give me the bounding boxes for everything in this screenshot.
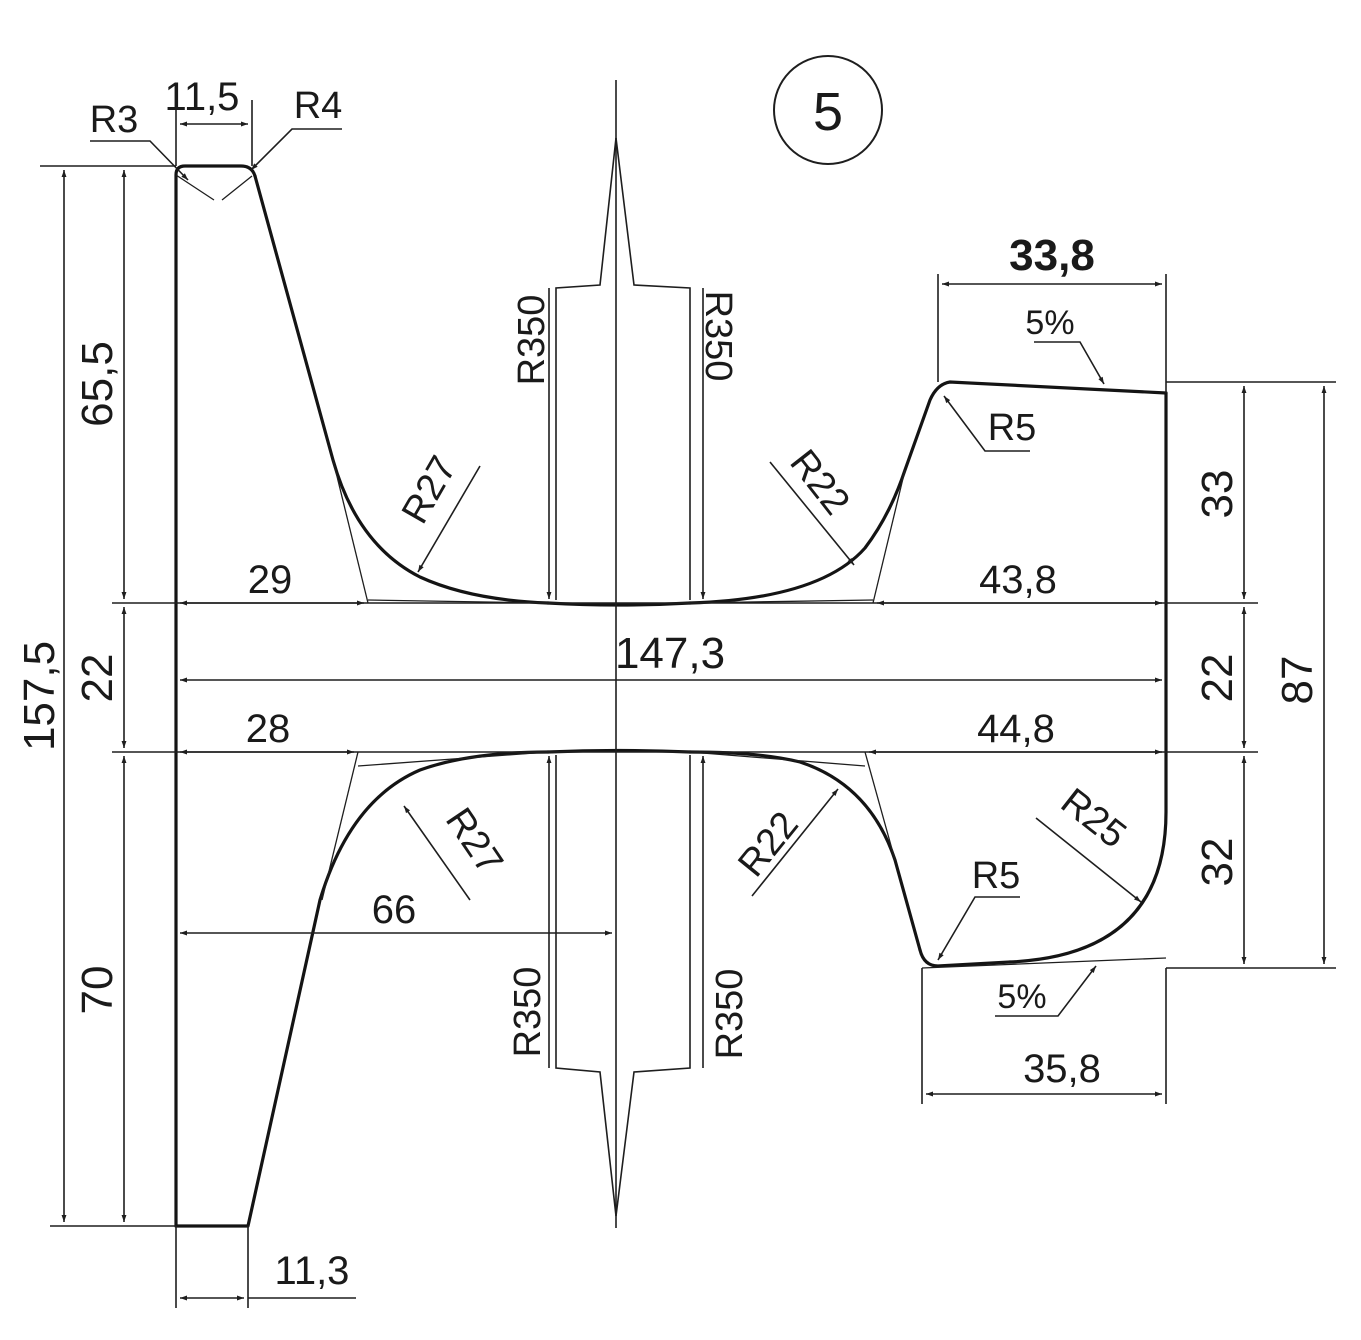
radius-upper-left-fillet: R27 <box>394 449 465 530</box>
dimension-lines <box>61 121 1327 1301</box>
radius-top-right: R4 <box>294 85 343 127</box>
radius-lower-rim-fillet: R5 <box>972 855 1021 897</box>
dim-upper-right-offset: 43,8 <box>979 558 1057 602</box>
radius-rim-outer-fillet: R25 <box>1053 781 1134 857</box>
dim-upper-left-offset: 29 <box>248 558 293 602</box>
dim-bottom-web-width: 11,3 <box>275 1249 350 1293</box>
dim-hub-thickness-right: 22 <box>1193 654 1242 703</box>
dim-lower-height: 70 <box>73 966 122 1015</box>
dim-overall-height: 157,5 <box>15 641 64 751</box>
leaders <box>90 128 1142 1017</box>
dim-top-flange-width: 11,5 <box>165 75 240 119</box>
radius-hub-lower-left: R350 <box>507 967 549 1058</box>
taper-labels: 5% 5% <box>997 304 1074 1016</box>
dim-hub-length: 147,3 <box>615 629 725 678</box>
radius-upper-right-fillet: R22 <box>781 442 857 523</box>
construction-lines <box>175 174 1167 969</box>
dim-center-offset: 66 <box>372 888 417 932</box>
radius-hub-upper-right: R350 <box>697 291 739 382</box>
extension-lines <box>40 100 1336 1308</box>
drawing-number-badge: 5 <box>773 55 883 165</box>
radius-upper-rim-fillet: R5 <box>988 407 1037 449</box>
dimension-labels: 11,5 11,3 157,5 65,5 22 70 29 43,8 147,3… <box>15 75 1322 1293</box>
radius-labels: R3 R4 R27 R22 R5 R27 R22 R5 R25 R350 R35… <box>90 85 1134 1059</box>
dim-hub-thickness-left: 22 <box>73 654 122 703</box>
part-profile <box>174 164 1168 1228</box>
dim-upper-height: 65,5 <box>73 341 122 427</box>
taper-upper: 5% <box>1025 304 1074 342</box>
dim-rim-upper-height: 33 <box>1193 470 1242 519</box>
drawing-number: 5 <box>813 82 843 142</box>
radius-hub-lower-right: R350 <box>709 969 751 1060</box>
dim-rim-bottom-width: 35,8 <box>1023 1047 1101 1091</box>
dim-rim-top-width: 33,8 <box>1009 231 1095 280</box>
radius-top-left: R3 <box>90 99 139 141</box>
dim-lower-left-offset: 28 <box>246 707 291 751</box>
radius-lower-right-fillet: R22 <box>730 804 807 885</box>
dim-lower-right-offset: 44,8 <box>977 707 1055 751</box>
dim-rim-total-height: 87 <box>1273 656 1322 705</box>
dim-rim-lower-height: 32 <box>1193 838 1242 887</box>
center-line <box>555 80 691 1228</box>
taper-lower: 5% <box>997 978 1046 1016</box>
radius-hub-upper-left: R350 <box>511 295 553 386</box>
